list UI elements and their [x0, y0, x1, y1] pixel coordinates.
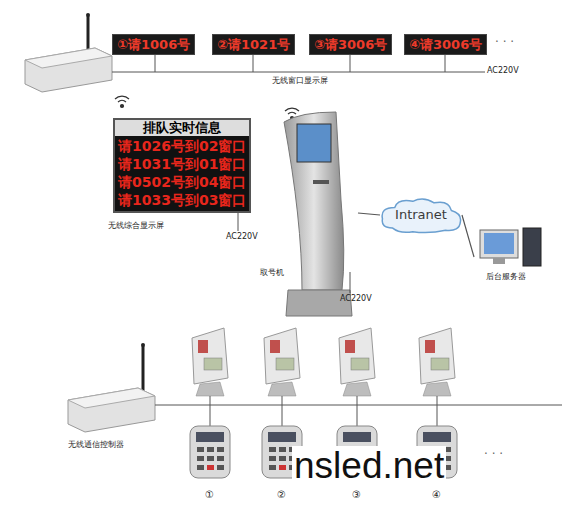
server-tower: [523, 228, 541, 266]
drop-wire: [253, 54, 254, 72]
led-window-display: ③请3006号: [309, 34, 392, 55]
ellipsis: · · ·: [495, 36, 514, 49]
led-window-display: ④请3006号: [404, 34, 487, 55]
kiosk-body: [284, 112, 344, 290]
wireless-controller: 无线通信控制器: [62, 380, 162, 454]
antenna: [87, 16, 90, 50]
device-label: 后台服务器: [486, 272, 526, 282]
display-row: 请1031号到01窗口: [118, 155, 246, 173]
device-label: 无线通信控制器: [68, 440, 124, 450]
leader-line: [350, 272, 351, 293]
device-label: 取号机: [260, 268, 284, 278]
display-text: ②请1021号: [217, 36, 290, 53]
controller-box: [68, 388, 155, 432]
display-text: ④请3006号: [409, 36, 482, 53]
power-label: AC220V: [226, 233, 258, 242]
intranet-cloud: Intranet: [380, 196, 462, 234]
caption-label: 无线窗口显示屏: [272, 77, 328, 86]
display-row: 排队实时信息: [115, 120, 249, 136]
display-text: ①请1006号: [117, 36, 190, 53]
callout-number: ③: [352, 489, 361, 500]
leader-line: [238, 213, 239, 231]
wifi-symbol: [115, 96, 129, 107]
server-monitor: [480, 230, 518, 258]
network-link: [462, 215, 474, 257]
drop-wire: [445, 54, 446, 72]
caption-label: 无线综合显示屏: [108, 222, 164, 231]
ticket-kiosk: 取号机: [258, 108, 358, 318]
led-window-display: ①请1006号: [112, 34, 195, 55]
bus-line: [112, 72, 485, 73]
watermark: nsled.net: [292, 446, 446, 487]
network-label: Intranet: [380, 196, 462, 234]
display-row: 请1033号到03窗口: [118, 191, 246, 209]
power-label: AC220V: [340, 295, 372, 304]
kiosk-slot: [313, 180, 329, 184]
bus-line: [155, 405, 562, 406]
monitor-stand: [493, 258, 505, 264]
power-label: AC220V: [487, 67, 519, 76]
callout-number: ④: [432, 489, 441, 500]
server-screen: [484, 233, 514, 254]
kiosk-screen: [297, 124, 331, 162]
controller-top: [68, 388, 155, 408]
callout-number: ②: [277, 489, 286, 500]
antenna-tip: [86, 13, 90, 17]
led-window-display: ②请1021号: [212, 34, 295, 55]
display-row: 请1026号到02窗口: [118, 137, 246, 155]
display-row: 请0502号到04窗口: [118, 173, 246, 191]
callout-number: ①: [205, 489, 214, 500]
drop-wire: [350, 54, 351, 72]
backend-server: 后台服务器: [474, 228, 550, 286]
controller-top: [25, 48, 112, 68]
terminal: [190, 328, 230, 478]
controller-box: [25, 48, 112, 92]
display-text: ③请3006号: [314, 36, 387, 53]
network-link: [358, 213, 380, 215]
antenna: [142, 346, 145, 392]
integrated-display: 排队实时信息请1026号到02窗口请1031号到01窗口请0502号到04窗口请…: [113, 118, 251, 213]
drop-wire: [155, 54, 156, 72]
antenna-tip: [141, 343, 145, 347]
ellipsis: · · ·: [484, 448, 503, 461]
